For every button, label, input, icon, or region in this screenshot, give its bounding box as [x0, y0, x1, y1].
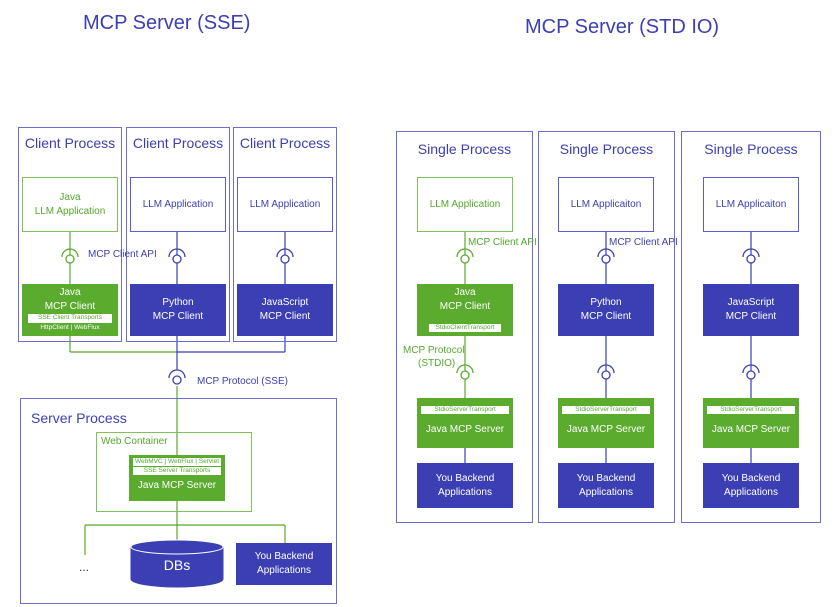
server-process: Server Process: [20, 398, 337, 604]
sse-client-transports-sub: HttpClient | WebFlux: [40, 324, 100, 331]
stdio-client-transport-tag: StdioClientTransport: [429, 324, 501, 332]
backend-line1: You Backend: [721, 472, 781, 484]
backend-line2: Applications: [579, 486, 633, 498]
single-process-java: Single Process: [396, 131, 533, 523]
client-line2: MCP Client: [259, 311, 311, 322]
single-process-javascript: Single Process: [681, 131, 821, 523]
client-line2: MCP Client: [580, 311, 632, 322]
llm-application-javascript: LLM Applicaiton: [703, 177, 799, 232]
backend-applications-sse: You Backend Applications: [236, 543, 332, 585]
dbs-cylinder: [130, 539, 224, 588]
server-tag-sse-transports: SSE Server Transports: [133, 467, 221, 475]
backend-applications-stdio-3: You Backend Applications: [703, 463, 799, 508]
server-label: Java MCP Server: [425, 424, 505, 435]
client-process-javascript: Client Process: [233, 127, 337, 342]
backend-line1: You Backend: [435, 472, 495, 484]
javascript-llm-application: LLM Application: [237, 177, 333, 232]
python-mcp-client: Python MCP Client: [130, 284, 226, 336]
mcp-protocol-stdio-line2: (STDIO): [418, 358, 456, 369]
javascript-mcp-client-stdio: JavaScript MCP Client: [703, 284, 799, 336]
web-container-label: Web Container: [101, 436, 168, 447]
python-mcp-client-stdio: Python MCP Client: [558, 284, 654, 336]
app-line1: Java: [59, 191, 81, 203]
app-label: LLM Application: [142, 198, 214, 210]
single-process-label: Single Process: [704, 141, 798, 157]
client-line2: MCP Client: [152, 311, 204, 322]
client-process-label: Client Process: [24, 135, 116, 151]
client-line2: MCP Client: [439, 301, 491, 312]
java-mcp-server-stdio-3: StdioServerTransport Java MCP Server: [703, 398, 799, 448]
client-line2: MCP Client: [44, 301, 96, 312]
java-mcp-client: Java MCP Client SSE Client Transports Ht…: [22, 284, 118, 336]
stdio-server-transport-tag: StdioServerTransport: [421, 406, 509, 414]
server-label: Java MCP Server: [711, 424, 791, 435]
mcp-protocol-stdio-line1: MCP Protocol: [403, 345, 465, 356]
single-process-label: Single Process: [417, 141, 512, 157]
client-process-label: Client Process: [239, 135, 331, 151]
stdio-server-transport-tag: StdioServerTransport: [562, 406, 650, 414]
java-llm-application: Java LLM Application: [22, 177, 118, 232]
client-line1: JavaScript: [727, 297, 775, 308]
server-tag-webmvc: WebMVC | WebFlux | Servlet: [133, 458, 221, 466]
app-label: LLM Application: [429, 198, 501, 210]
client-line1: Python: [590, 297, 622, 308]
app-label: LLM Applicaiton: [570, 198, 642, 210]
client-line1: JavaScript: [261, 297, 309, 308]
backend-line1: You Backend: [254, 551, 314, 562]
java-mcp-client-stdio: Java MCP Client StdioClientTransport: [417, 284, 513, 336]
stdio-server-transport-tag: StdioServerTransport: [707, 406, 795, 414]
backend-line2: Applications: [724, 486, 778, 498]
java-mcp-server-sse: WebMVC | WebFlux | Servlet SSE Server Tr…: [129, 455, 225, 501]
stdio-section-title: MCP Server (STD IO): [525, 16, 720, 38]
backend-applications-stdio-1: You Backend Applications: [417, 463, 513, 508]
single-process-python: Single Process: [538, 131, 675, 523]
backend-line2: Applications: [257, 565, 311, 576]
mcp-client-api-label: MCP Client API: [88, 249, 157, 260]
app-label: LLM Applicaiton: [715, 198, 787, 210]
llm-application-python: LLM Applicaiton: [558, 177, 654, 232]
client-process-python: Client Process: [126, 127, 230, 342]
mcp-client-api-label: MCP Client API: [468, 237, 537, 248]
backend-line2: Applications: [438, 486, 492, 498]
client-line2: MCP Client: [725, 311, 777, 322]
java-mcp-server-stdio-1: StdioServerTransport Java MCP Server: [417, 398, 513, 448]
backend-line1: You Backend: [576, 472, 636, 484]
client-process-java: Client Process: [18, 127, 122, 342]
client-process-label: Client Process: [132, 135, 224, 151]
web-container: Web Container: [96, 432, 252, 512]
server-label: Java MCP Server: [137, 480, 217, 491]
app-label: LLM Application: [249, 198, 321, 210]
llm-application-java: LLM Application: [417, 177, 513, 232]
java-mcp-server-stdio-2: StdioServerTransport Java MCP Server: [558, 398, 654, 448]
mcp-client-api-label: MCP Client API: [609, 237, 678, 248]
single-process-label: Single Process: [559, 141, 654, 157]
ellipsis: ...: [79, 560, 90, 574]
client-line1: Python: [162, 297, 194, 308]
sse-client-transports-tag: SSE Client Transports: [28, 314, 112, 323]
javascript-mcp-client: JavaScript MCP Client: [237, 284, 333, 336]
backend-applications-stdio-2: You Backend Applications: [558, 463, 654, 508]
client-line1: Java: [59, 287, 81, 298]
app-line2: LLM Application: [34, 205, 106, 217]
server-label: Java MCP Server: [566, 424, 646, 435]
dbs-label: DBs: [163, 557, 191, 573]
client-line1: Java: [454, 287, 476, 298]
mcp-protocol-sse-label: MCP Protocol (SSE): [197, 376, 288, 387]
server-process-label: Server Process: [31, 410, 127, 426]
sse-section-title: MCP Server (SSE): [83, 12, 251, 34]
python-llm-application: LLM Application: [130, 177, 226, 232]
